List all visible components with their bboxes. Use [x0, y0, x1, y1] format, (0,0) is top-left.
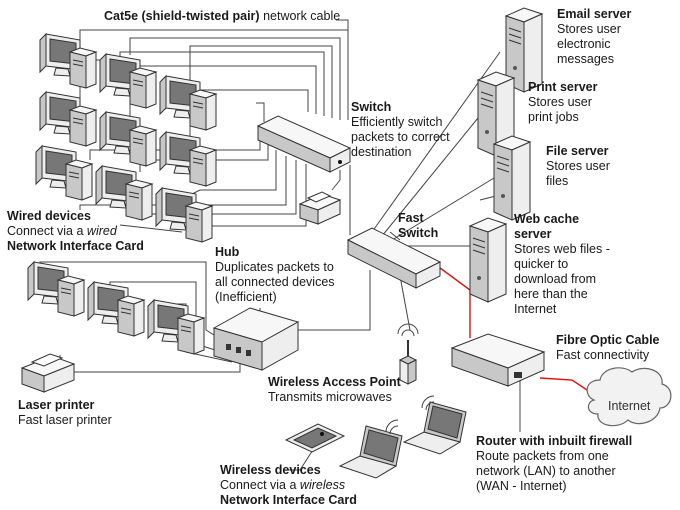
- laptop-icon: [403, 401, 467, 455]
- fast-switch-icon: [346, 227, 442, 289]
- desktop-pc-icon: [159, 75, 217, 131]
- wireless-devices-label: Wireless devices Connect via a wireless …: [220, 463, 357, 507]
- fast-switch-label: Fast Switch: [398, 211, 439, 240]
- print-server-label: Print server Stores user print jobs: [528, 80, 598, 124]
- cable-label-rest: network cable: [259, 9, 341, 23]
- desktop-pc-icon: [39, 33, 97, 89]
- hub-icon: [212, 307, 300, 371]
- desktop-pc-icon: [155, 187, 213, 243]
- desktop-pc-icon: [99, 111, 157, 167]
- cable-label: Cat5e (shield-twisted pair) network cabl…: [104, 9, 340, 24]
- desktop-pc-icon: [87, 281, 145, 337]
- web-cache-server-icon: [469, 217, 507, 303]
- wifi-wave-icon: [385, 419, 399, 433]
- file-server-label: File server Stores user files: [546, 144, 610, 188]
- web-cache-server-label: Web cache server Stores web files - quic…: [514, 212, 610, 316]
- switch-label: Switch Efficiently switch packets to cor…: [351, 100, 450, 159]
- switch-icon: [256, 115, 352, 173]
- printer-icon: [298, 191, 342, 225]
- wifi-wave-icon: [425, 401, 435, 411]
- cable-label-title: Cat5e (shield-twisted pair): [104, 9, 260, 23]
- laser-printer-icon: [20, 353, 76, 393]
- hub-label: Hub Duplicates packets to all connected …: [215, 245, 335, 304]
- router-label: Router with inbuilt firewall Route packe…: [476, 434, 633, 493]
- wireless-access-point-icon: [397, 323, 419, 385]
- file-server-icon: [493, 135, 531, 221]
- router-icon: [450, 333, 546, 387]
- tablet-icon: [284, 423, 346, 453]
- wireless-access-point-label: Wireless Access Point Transmits microwav…: [268, 375, 401, 404]
- email-server-label: Email server Stores user electronic mess…: [557, 7, 632, 66]
- internet-cloud-icon: Internet: [586, 367, 672, 427]
- wired-devices-label: Wired devices Connect via a wired Networ…: [7, 209, 144, 253]
- desktop-pc-icon: [159, 131, 217, 187]
- desktop-pc-icon: [99, 53, 157, 109]
- desktop-pc-icon: [27, 261, 85, 317]
- wifi-wave-icon: [421, 395, 435, 409]
- hub-pc-group: [27, 261, 205, 355]
- internet-label: Internet: [608, 399, 651, 413]
- desktop-pc-icon: [39, 91, 97, 147]
- desktop-pc-icon: [35, 145, 93, 201]
- wifi-wave-icon: [389, 425, 399, 435]
- fibre-optic-label: Fibre Optic Cable Fast connectivity: [556, 333, 660, 362]
- laser-printer-label: Laser printer Fast laser printer: [18, 398, 112, 427]
